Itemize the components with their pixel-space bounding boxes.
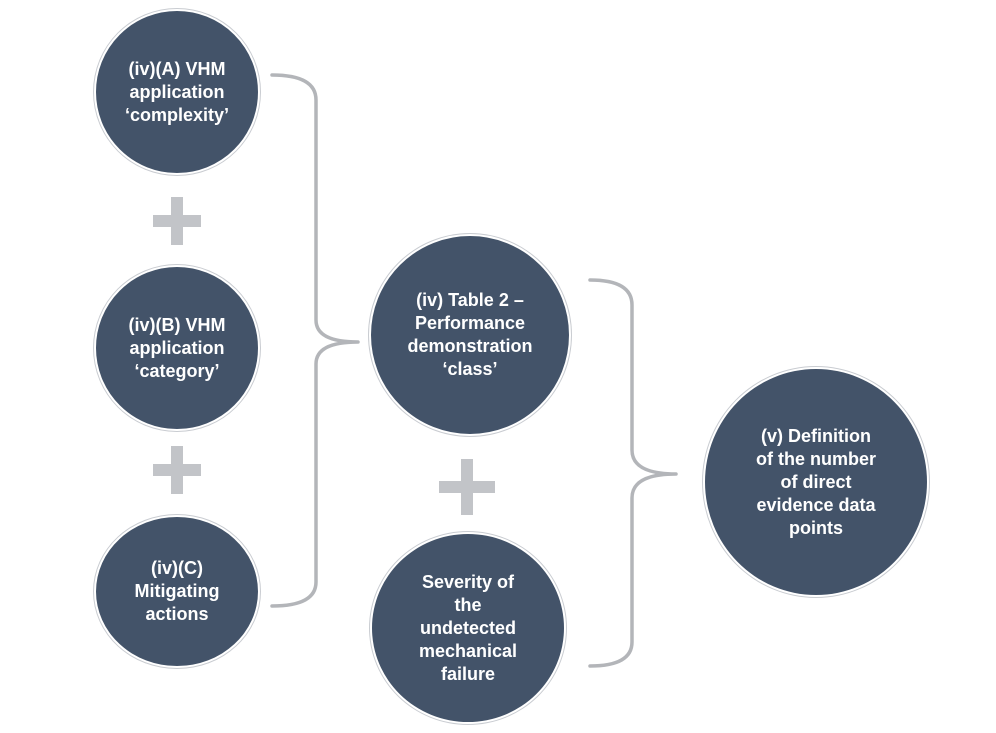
node-performance-class: (iv) Table 2 – Performance demonstration… <box>369 234 571 436</box>
plus-icon <box>153 197 201 245</box>
node-mitigating-actions: (iv)(C) Mitigating actions <box>94 515 260 668</box>
node-label: (iv) Table 2 – Performance demonstration… <box>407 290 533 379</box>
plus-icon <box>439 459 495 515</box>
node-label: (iv)(C) Mitigating actions <box>134 558 220 624</box>
node-failure-severity: Severity of the undetected mechanical fa… <box>370 532 566 724</box>
node-label: Severity of the undetected mechanical fa… <box>418 571 518 684</box>
left-curly-brace-icon <box>270 73 360 608</box>
node-label: (v) Definition of the number of direct e… <box>756 425 876 538</box>
node-vhm-complexity: (iv)(A) VHM application ‘complexity’ <box>94 9 260 175</box>
node-vhm-category: (iv)(B) VHM application ‘category’ <box>94 265 260 431</box>
node-label: (iv)(A) VHM application ‘complexity’ <box>124 58 230 125</box>
right-curly-brace-icon <box>588 278 678 668</box>
node-evidence-definition: (v) Definition of the number of direct e… <box>703 367 929 597</box>
plus-icon <box>153 446 201 494</box>
node-label: (iv)(B) VHM application ‘category’ <box>128 314 226 381</box>
